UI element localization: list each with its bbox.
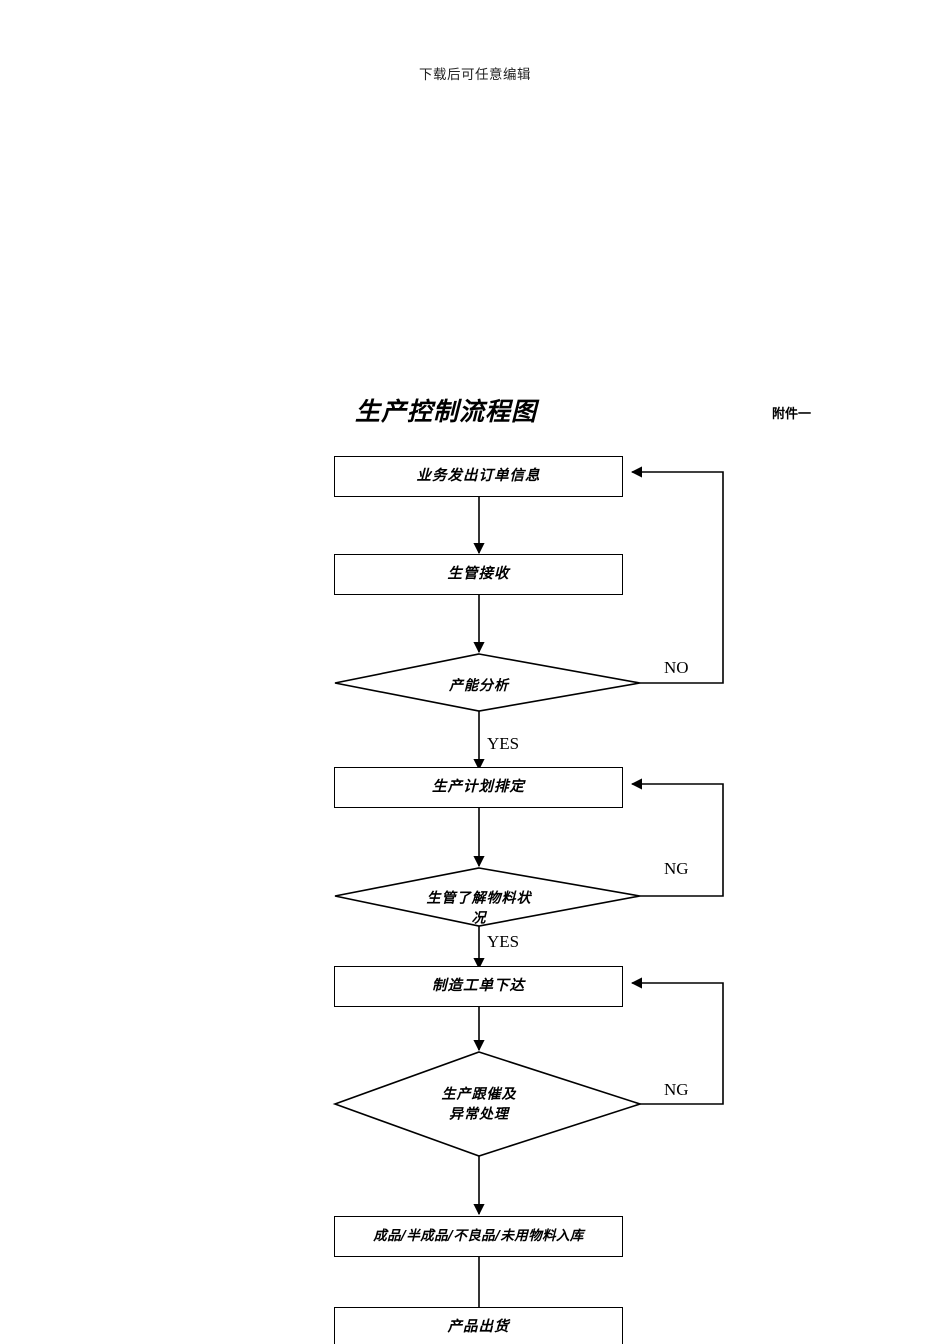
node-label: 业务发出订单信息 bbox=[416, 468, 541, 485]
edge-label-d1-no: NO bbox=[664, 658, 689, 677]
process-node-warehouse-in[interactable]: 成品/半成品/不良品/未用物料入库 bbox=[334, 1216, 623, 1257]
edge-label-d2-yes: YES bbox=[487, 932, 520, 951]
attachment-label: 附件一 bbox=[772, 407, 812, 422]
decision-label-followup-exception: 生产跟催及 异常处理 bbox=[442, 1085, 517, 1126]
decision-label-capacity-analysis: 产能分析 bbox=[449, 676, 509, 696]
process-node-shipment[interactable]: 产品出货 bbox=[334, 1307, 623, 1344]
edge-d2-ng-feedback bbox=[630, 778, 724, 897]
decision-label-line-2: 异常处理 bbox=[449, 1107, 509, 1123]
decision-label-line-1: 生产跟催及 bbox=[441, 1086, 517, 1103]
process-node-pmc-receive[interactable]: 生管接收 bbox=[334, 554, 623, 595]
node-label: 生管接收 bbox=[447, 566, 510, 583]
decision-label-material-status: 生管了解物料状 况 bbox=[427, 889, 532, 930]
decision-shape-d2 bbox=[334, 867, 641, 927]
page-title: 生产控制流程图 bbox=[355, 397, 538, 426]
process-node-work-order[interactable]: 制造工单下达 bbox=[334, 966, 623, 1007]
decision-label-line-1: 产能分析 bbox=[449, 677, 509, 694]
decision-shape-d3 bbox=[332, 1051, 643, 1157]
node-label: 生产计划排定 bbox=[432, 779, 525, 796]
decision-shape-d1 bbox=[334, 653, 641, 712]
node-label: 产品出货 bbox=[447, 1319, 510, 1336]
edge-label-d1-yes: YES bbox=[487, 734, 520, 753]
process-node-order-info[interactable]: 业务发出订单信息 bbox=[334, 456, 623, 497]
node-label: 制造工单下达 bbox=[432, 978, 525, 995]
edge-label-d3-ng: NG bbox=[664, 1080, 689, 1099]
edge-label-d2-ng: NG bbox=[664, 859, 689, 878]
decision-label-line-1: 生管了解物料状 bbox=[426, 890, 532, 907]
edge-d3-ng-feedback bbox=[630, 977, 724, 1105]
node-label: 成品/半成品/不良品/未用物料入库 bbox=[373, 1228, 584, 1245]
process-node-production-plan[interactable]: 生产计划排定 bbox=[334, 767, 623, 808]
document-header-note: 下载后可任意编辑 bbox=[419, 67, 531, 82]
edge-d1-no-feedback bbox=[630, 466, 724, 684]
decision-label-line-2: 况 bbox=[471, 911, 487, 927]
